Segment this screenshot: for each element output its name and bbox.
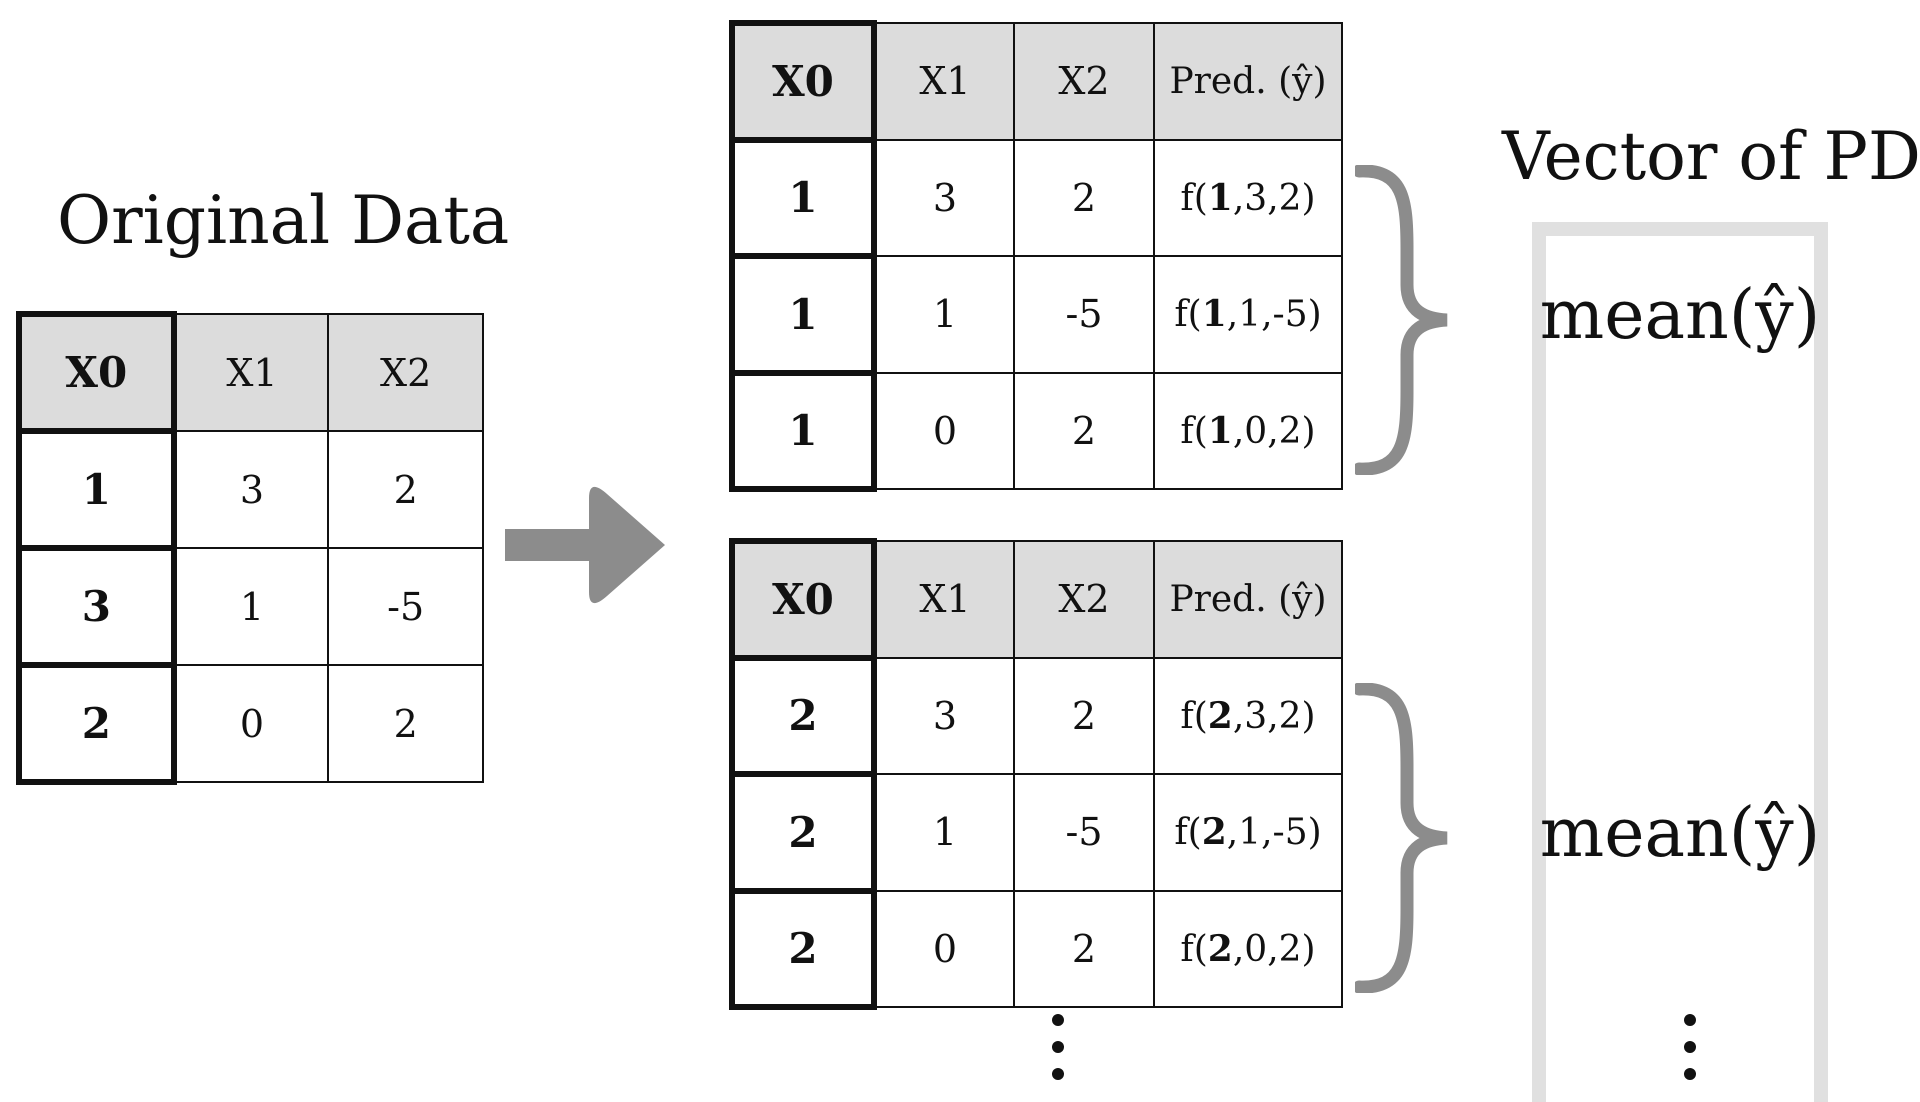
cell-x1: 3 bbox=[873, 656, 1015, 775]
pd-vector-entry: mean(ŷ) bbox=[1539, 794, 1821, 873]
table-row: 2 1 -5 f(2,1,-5) bbox=[729, 771, 1343, 894]
cell-x0: 2 bbox=[729, 654, 877, 777]
prediction-fixed-value: 1 bbox=[1207, 409, 1233, 452]
table-header-row: X0 X1 X2 Pred. (ŷ) bbox=[729, 538, 1343, 661]
cell-x2: -5 bbox=[327, 547, 484, 666]
cell-x1: 0 bbox=[873, 371, 1015, 490]
prediction-prefix: f( bbox=[1180, 695, 1208, 737]
table-row: 2 0 2 bbox=[16, 662, 484, 785]
prediction-prefix: f( bbox=[1180, 410, 1208, 452]
cell-prediction: f(2,1,-5) bbox=[1153, 773, 1343, 892]
cell-x0: 1 bbox=[729, 369, 877, 492]
header-x0: X0 bbox=[729, 20, 877, 143]
pd-grid-1: X0 X1 X2 Pred. (ŷ) 1 3 2 f(1,3,2) 1 1 -5… bbox=[729, 20, 1343, 492]
arrow-right-icon bbox=[505, 486, 665, 604]
prediction-suffix: ,1,-5) bbox=[1226, 812, 1322, 854]
header-prediction: Pred. (ŷ) bbox=[1153, 540, 1343, 659]
cell-x2: -5 bbox=[1013, 255, 1155, 374]
cell-x2: 2 bbox=[1013, 889, 1155, 1008]
cell-x2: 2 bbox=[1013, 138, 1155, 257]
cell-x0: 2 bbox=[16, 662, 177, 785]
table-row: 1 3 2 f(1,3,2) bbox=[729, 136, 1343, 259]
cell-x1: 1 bbox=[873, 255, 1015, 374]
cell-x1: 1 bbox=[873, 773, 1015, 892]
pd-grid-2: X0 X1 X2 Pred. (ŷ) 2 3 2 f(2,3,2) 2 1 -5… bbox=[729, 538, 1343, 1010]
cell-prediction: f(1,3,2) bbox=[1153, 138, 1343, 257]
table-header-row: X0 X1 X2 Pred. (ŷ) bbox=[729, 20, 1343, 143]
pd-vector-title: Vector of PD bbox=[1502, 118, 1920, 195]
pd-vector-box bbox=[1532, 222, 1828, 1102]
vertical-ellipsis-icon bbox=[1684, 1014, 1696, 1080]
prediction-prefix: f( bbox=[1180, 177, 1208, 219]
cell-prediction: f(2,3,2) bbox=[1153, 656, 1343, 775]
prediction-fixed-value: 1 bbox=[1201, 293, 1227, 336]
cell-x2: 2 bbox=[327, 664, 484, 783]
cell-x1: 0 bbox=[172, 664, 330, 783]
header-x1: X1 bbox=[873, 540, 1015, 659]
prediction-fixed-value: 2 bbox=[1207, 694, 1233, 737]
vertical-ellipsis-icon bbox=[1052, 1014, 1064, 1080]
cell-x2: 2 bbox=[327, 430, 484, 549]
cell-x2: 2 bbox=[1013, 371, 1155, 490]
cell-x1: 3 bbox=[172, 430, 330, 549]
cell-x2: -5 bbox=[1013, 773, 1155, 892]
cell-x0: 1 bbox=[729, 136, 877, 259]
cell-x0: 1 bbox=[729, 253, 877, 376]
right-brace-icon bbox=[1355, 683, 1448, 993]
header-x0: X0 bbox=[16, 311, 177, 434]
cell-x1: 0 bbox=[873, 889, 1015, 1008]
pd-vector-entry: mean(ŷ) bbox=[1539, 276, 1821, 355]
table-row: 2 0 2 f(2,0,2) bbox=[729, 887, 1343, 1010]
prediction-suffix: ,3,2) bbox=[1232, 695, 1316, 737]
cell-prediction: f(1,0,2) bbox=[1153, 371, 1343, 490]
prediction-prefix: f( bbox=[1174, 294, 1202, 336]
cell-prediction: f(1,1,-5) bbox=[1153, 255, 1343, 374]
cell-x1: 1 bbox=[172, 547, 330, 666]
cell-prediction: f(2,0,2) bbox=[1153, 889, 1343, 1008]
table-row: 2 3 2 f(2,3,2) bbox=[729, 654, 1343, 777]
prediction-suffix: ,3,2) bbox=[1232, 177, 1316, 219]
cell-x1: 3 bbox=[873, 138, 1015, 257]
prediction-prefix: f( bbox=[1174, 812, 1202, 854]
header-x1: X1 bbox=[172, 313, 330, 432]
table-row: 1 0 2 f(1,0,2) bbox=[729, 369, 1343, 492]
header-x1: X1 bbox=[873, 22, 1015, 141]
header-x2: X2 bbox=[1013, 540, 1155, 659]
prediction-prefix: f( bbox=[1180, 928, 1208, 970]
header-x2: X2 bbox=[327, 313, 484, 432]
original-data-title: Original Data bbox=[57, 182, 510, 259]
prediction-fixed-value: 2 bbox=[1201, 811, 1227, 854]
table-header-row: X0 X1 X2 bbox=[16, 311, 484, 434]
original-data-table: X0 X1 X2 1 3 2 3 1 -5 2 0 2 bbox=[16, 311, 484, 785]
table-row: 1 1 -5 f(1,1,-5) bbox=[729, 253, 1343, 376]
right-brace-icon bbox=[1355, 165, 1448, 475]
table-row: 1 3 2 bbox=[16, 428, 484, 551]
cell-x0: 1 bbox=[16, 428, 177, 551]
prediction-fixed-value: 2 bbox=[1207, 927, 1233, 970]
table-row: 3 1 -5 bbox=[16, 545, 484, 668]
prediction-suffix: ,1,-5) bbox=[1226, 294, 1322, 336]
prediction-suffix: ,0,2) bbox=[1232, 410, 1316, 452]
prediction-suffix: ,0,2) bbox=[1232, 928, 1316, 970]
cell-x0: 2 bbox=[729, 887, 877, 1010]
cell-x2: 2 bbox=[1013, 656, 1155, 775]
cell-x0: 2 bbox=[729, 771, 877, 894]
header-prediction: Pred. (ŷ) bbox=[1153, 22, 1343, 141]
header-x2: X2 bbox=[1013, 22, 1155, 141]
cell-x0: 3 bbox=[16, 545, 177, 668]
header-x0: X0 bbox=[729, 538, 877, 661]
prediction-fixed-value: 1 bbox=[1207, 176, 1233, 219]
